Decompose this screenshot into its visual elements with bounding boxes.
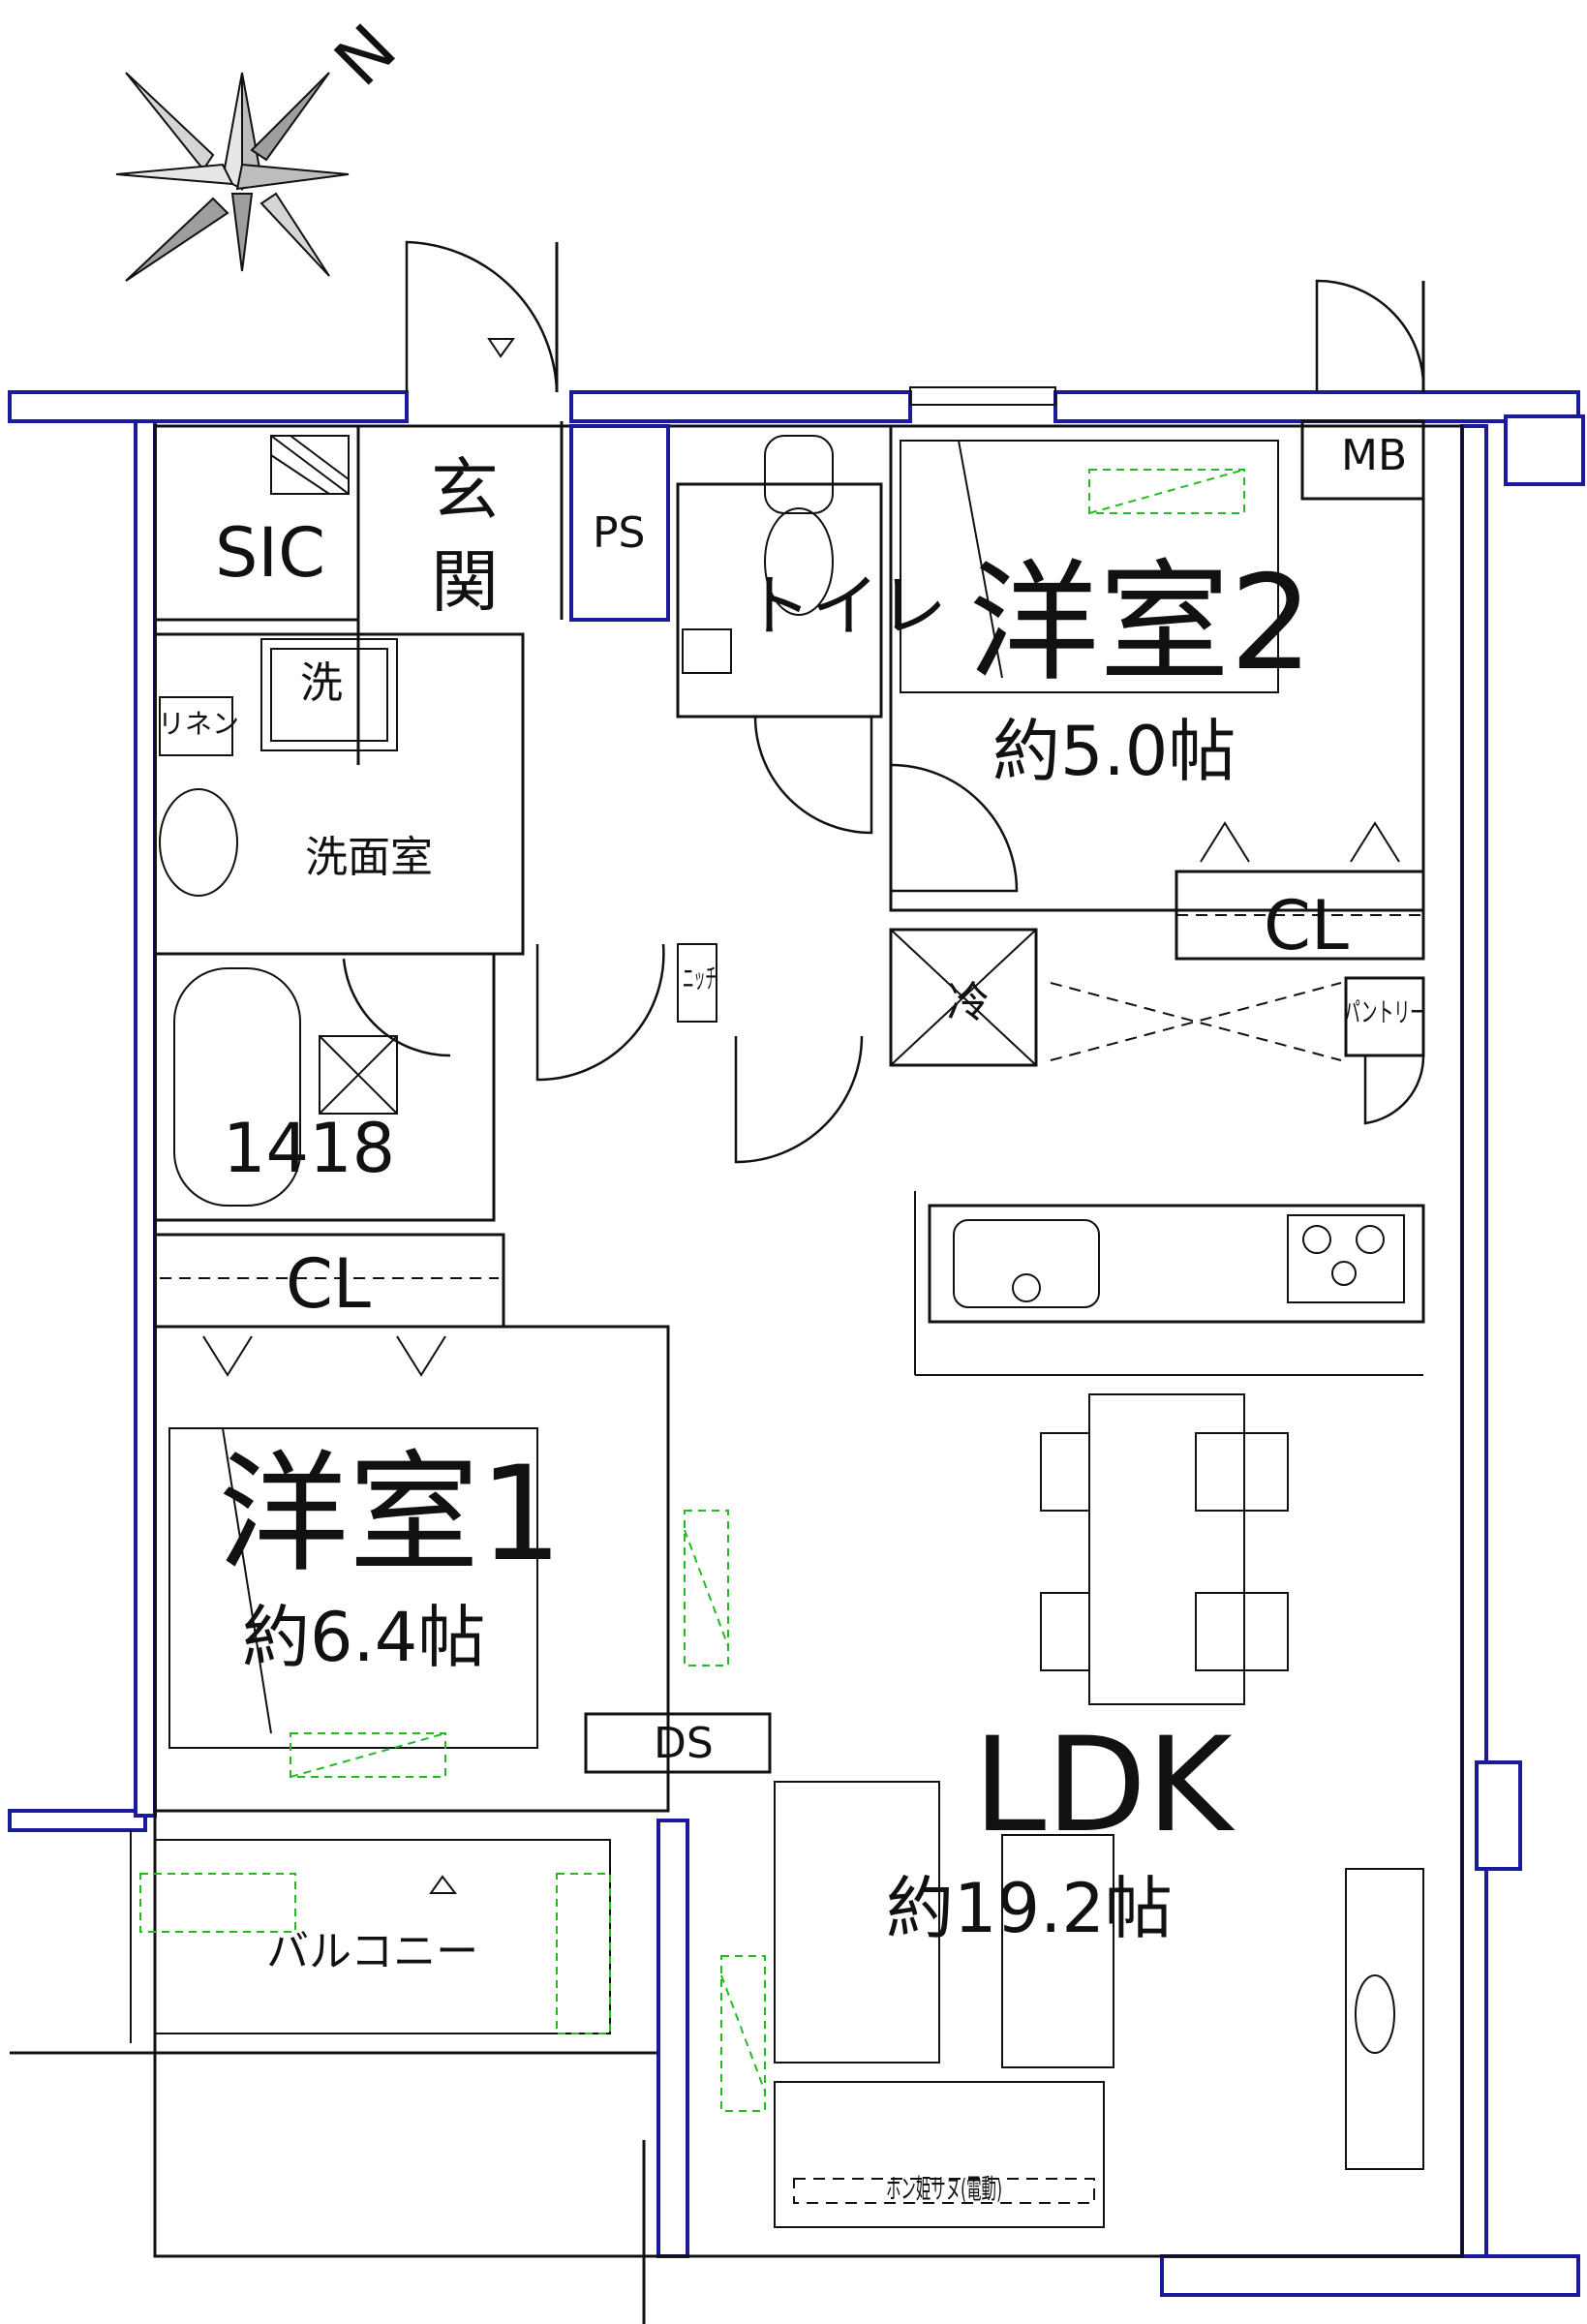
room-name-yoshitsu1: 洋室1 bbox=[218, 1438, 563, 1590]
room-name-ldk: LDK bbox=[973, 1709, 1236, 1861]
label-ds: DS bbox=[654, 1719, 714, 1768]
label-lcd-rack: ホン姫サヌ(電動) bbox=[886, 2173, 1002, 2205]
entry-arrow-icon bbox=[487, 338, 515, 358]
room-area-ldk: 約19.2帖 bbox=[886, 1869, 1173, 1948]
label-pantry: パントリー bbox=[1344, 996, 1426, 1028]
label-bath: 1418 bbox=[223, 1109, 395, 1188]
entrance-door[interactable] bbox=[405, 240, 559, 393]
label-genkan-full: 玄関 bbox=[0, 0, 54, 7]
room-name-yoshitsu2: 洋室2 bbox=[968, 547, 1313, 699]
label-mb: MB bbox=[1341, 431, 1407, 480]
mb-door[interactable] bbox=[1315, 279, 1425, 393]
label-cl-bedroom2: CL bbox=[1264, 886, 1349, 965]
room-area-yoshitsu1: 約6.4帖 bbox=[242, 1598, 485, 1677]
label-niche: ニッチ bbox=[683, 963, 717, 994]
balcony-arrow-icon bbox=[429, 1875, 458, 1894]
label-cl-bedroom1: CL bbox=[286, 1244, 371, 1324]
label-balcony: バルコニー bbox=[266, 1927, 478, 1976]
label-fridge: 冷 bbox=[947, 978, 990, 1027]
room-area-yoshitsu2: 約5.0帖 bbox=[992, 712, 1236, 791]
label-senmenshitsu: 洗面室 bbox=[305, 833, 433, 882]
label-toilet: トイレ bbox=[744, 566, 947, 646]
label-sic: SIC bbox=[215, 513, 325, 593]
exterior-walls bbox=[8, 390, 1585, 2297]
label-genkan-1: 玄 bbox=[431, 450, 499, 530]
balcony bbox=[10, 1830, 658, 2324]
label-linen: リネン bbox=[158, 708, 239, 740]
north-label: N bbox=[320, 9, 412, 101]
label-wash: 洗 bbox=[300, 658, 343, 708]
label-ps: PS bbox=[593, 508, 645, 558]
compass-rose-icon bbox=[115, 72, 350, 282]
label-genkan-2: 関 bbox=[431, 542, 499, 622]
